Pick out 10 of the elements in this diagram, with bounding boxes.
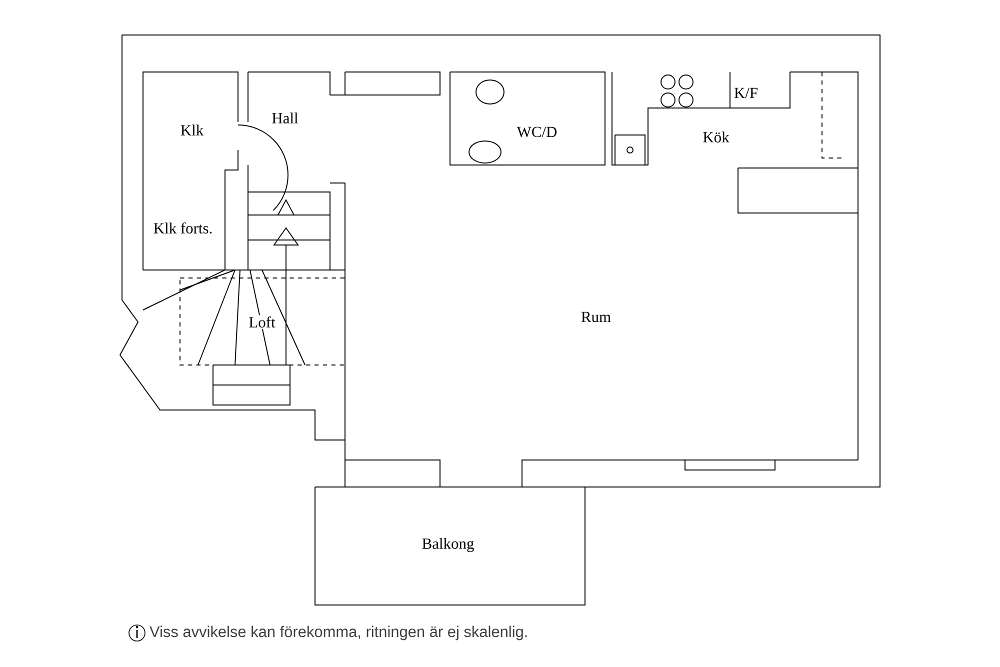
room-label: WC/D <box>515 125 559 139</box>
room-label: Klk <box>179 123 205 137</box>
room-label: Balkong <box>420 536 476 554</box>
room-label: Rum <box>580 310 612 324</box>
room-label: Loft <box>247 315 277 329</box>
room-label: Kök <box>701 130 731 144</box>
room-label: Klk forts. <box>152 221 214 235</box>
room-label: K/F <box>732 86 760 100</box>
room-label: Hall <box>270 111 300 125</box>
disclaimer-note: Viss avvikelse kan förekomma, ritningen är ej skalenlig. <box>150 626 527 640</box>
